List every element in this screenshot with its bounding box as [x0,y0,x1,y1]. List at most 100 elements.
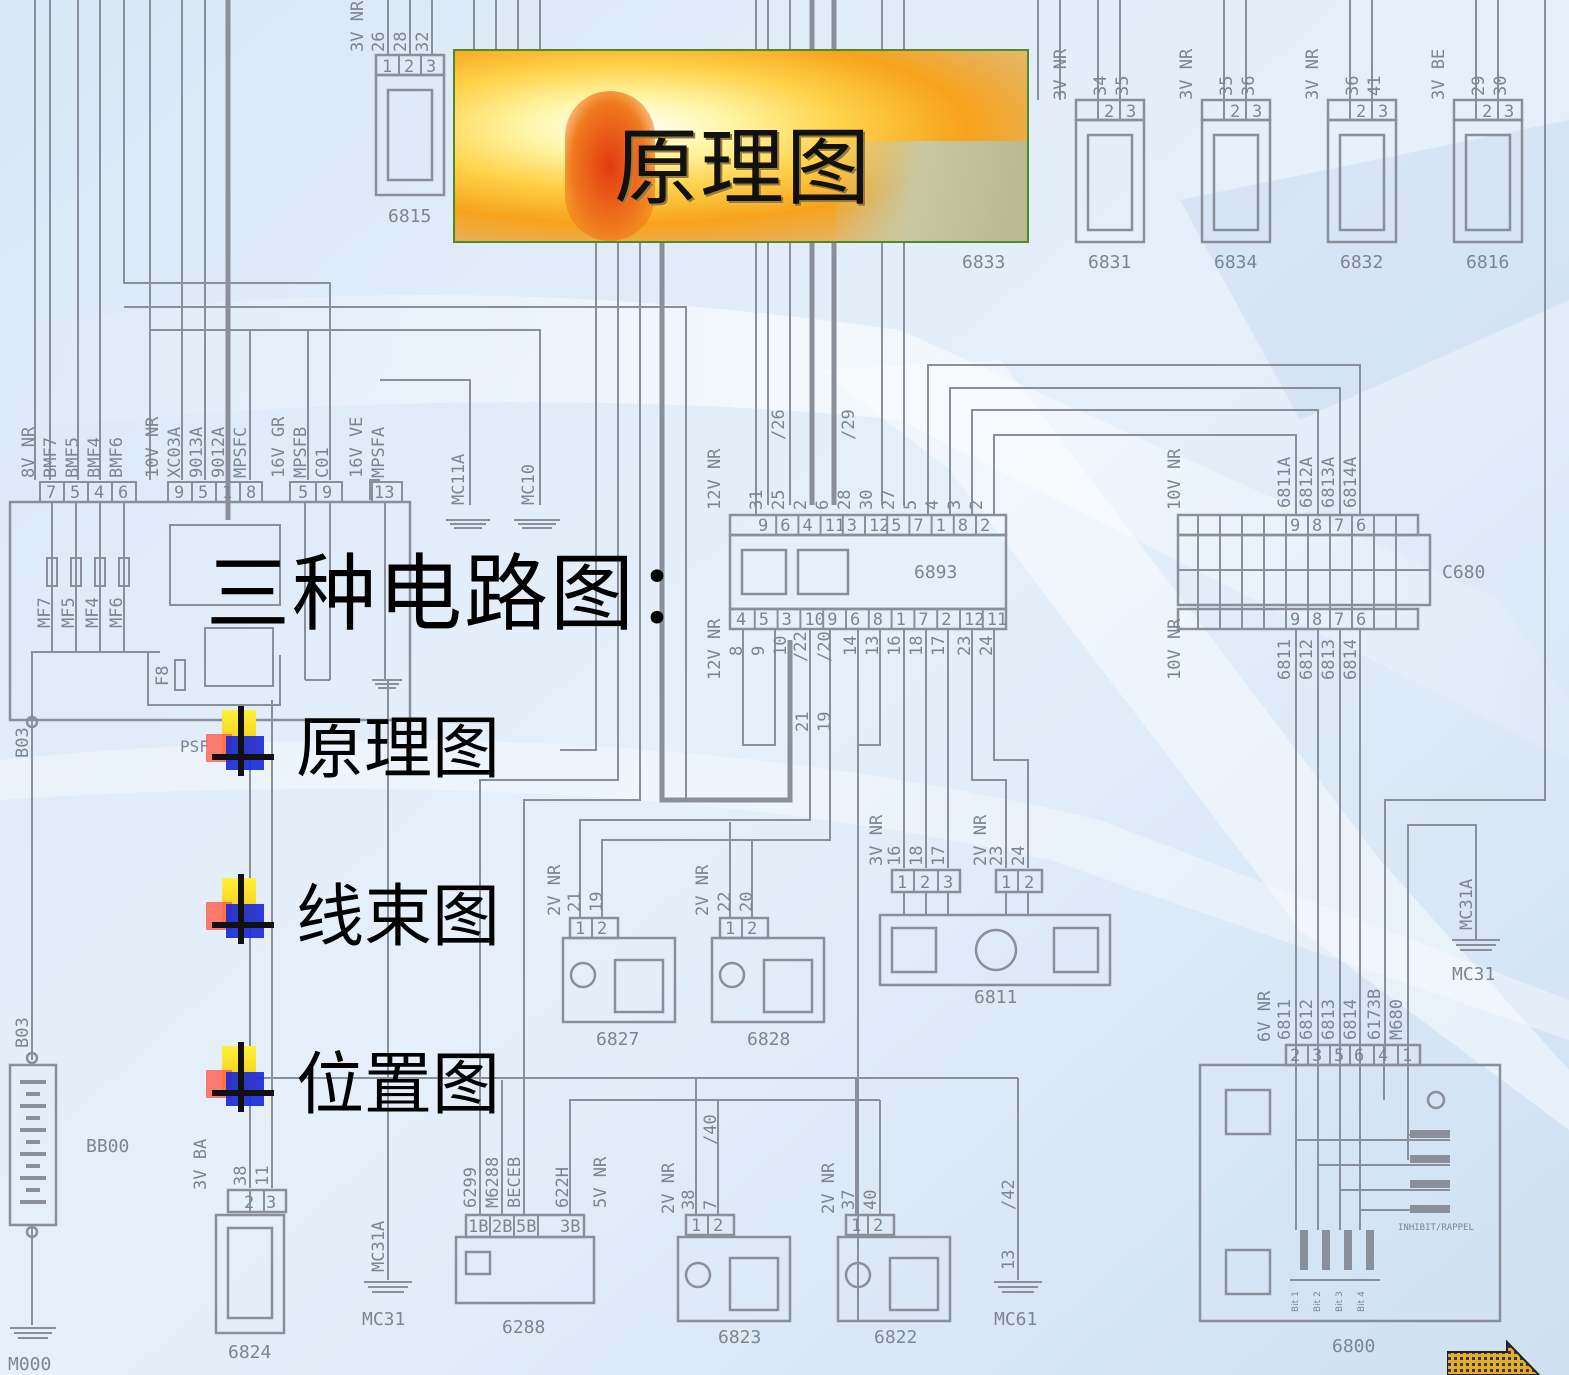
svg-text:MPSFB: MPSFB [291,427,311,478]
svg-text:13: 13 [999,1250,1019,1270]
menu-item-label: 原理图 [296,709,501,789]
pin-label: 5 [759,610,769,630]
svg-text:10V NR: 10V NR [1165,448,1185,510]
component-6811: 6811 [974,987,1017,1008]
ground-mc31-bottom: MC31 [362,1309,405,1330]
svg-text:6813A: 6813A [1319,457,1339,508]
svg-text:3V NR: 3V NR [1177,48,1197,100]
pin-label: 1 [936,516,946,536]
svg-text:5B: 5B [516,1217,536,1237]
svg-text:Bit 3: Bit 3 [1335,1291,1345,1312]
svg-text:MF7: MF7 [35,597,55,628]
svg-text:19: 19 [587,892,607,912]
svg-text:3V BE: 3V BE [1429,49,1449,100]
svg-text:6299: 6299 [461,1167,481,1208]
pin-label: 7 [913,516,923,536]
svg-text:1: 1 [1001,873,1011,893]
svg-text:7: 7 [1334,516,1344,536]
svg-text:/20: /20 [815,631,835,662]
svg-text:16V GR: 16V GR [269,416,289,478]
svg-text:1: 1 [691,1216,701,1236]
svg-text:21: 21 [793,712,813,732]
svg-text:1B: 1B [468,1217,488,1237]
svg-text:8: 8 [1312,610,1322,630]
svg-text:6: 6 [118,483,128,503]
svg-text:2: 2 [1104,102,1114,122]
pin-label: 4 [802,516,812,536]
svg-text:2: 2 [597,919,607,939]
svg-text:6: 6 [1356,610,1366,630]
svg-text:6813: 6813 [1319,639,1339,680]
pin-label: 6 [813,500,833,510]
pin-label: 9 [749,646,769,656]
svg-text:36: 36 [1239,76,1259,96]
pin-label: 17 [929,636,949,656]
component-6834: 6834 [1214,252,1257,273]
svg-text:XC03A: XC03A [165,427,185,478]
pin-label: 31 [747,490,767,510]
svg-text:BECEB: BECEB [505,1157,525,1208]
svg-text:12V NR: 12V NR [705,448,725,510]
svg-text:6812A: 6812A [1297,457,1317,508]
svg-text:9: 9 [322,483,332,503]
component-6816: 6816 [1466,252,1509,273]
svg-text:2V NR: 2V NR [545,864,565,916]
svg-text:38: 38 [679,1190,699,1210]
svg-text:3V NR: 3V NR [867,814,887,866]
banner-decoration-2 [835,141,1027,241]
svg-text:M680: M680 [1387,999,1407,1040]
next-arrow-icon[interactable] [1447,1338,1543,1375]
bullet-cross-icon [204,1042,278,1114]
svg-text:20: 20 [737,892,757,912]
pin-label: 27 [879,490,899,510]
pin-label: 25 [769,490,789,510]
svg-text:3: 3 [426,57,436,77]
svg-text:622H: 622H [553,1167,573,1208]
svg-text:8: 8 [246,483,256,503]
pin-label: 12 [964,610,984,630]
pin-label: 1 [1402,1046,1412,1066]
svg-text:MC10: MC10 [519,464,539,505]
svg-text:MC31A: MC31A [1457,879,1477,930]
svg-text:/29: /29 [839,409,859,440]
svg-text:3: 3 [1504,102,1514,122]
pin-label: 7 [918,610,928,630]
pin-label: 24 [977,636,997,656]
svg-text:3V BA: 3V BA [191,1139,211,1190]
menu-item-schematic[interactable]: 原理图 [204,704,500,789]
svg-text:5: 5 [198,483,208,503]
ground-m000: M000 [8,1354,51,1375]
svg-text:4: 4 [94,483,104,503]
pin-label: 13 [863,636,883,656]
svg-text:6812: 6812 [1297,639,1317,680]
component-6828: 6828 [747,1029,790,1050]
svg-text:23: 23 [987,846,1007,866]
menu-item-location[interactable]: 位置图 [204,1040,500,1125]
svg-text:C01: C01 [313,447,333,478]
menu-item-harness[interactable]: 线束图 [204,872,500,957]
svg-text:5V NR: 5V NR [591,1156,611,1208]
svg-text:B03: B03 [13,727,33,758]
pin-label: 4 [1378,1046,1388,1066]
pin-label: 16 [885,636,905,656]
pin-label: 9 [827,610,837,630]
pin-label: 3 [847,516,857,536]
svg-text:9: 9 [174,483,184,503]
svg-text:3: 3 [1126,102,1136,122]
pin-label: 11 [987,610,1007,630]
pin-label: 2 [791,500,811,510]
pin-label: 3 [782,610,792,630]
svg-text:/40: /40 [701,1114,721,1145]
svg-text:F8: F8 [153,666,173,686]
ground-mc31-right: MC31 [1452,964,1495,985]
component-6824: 6824 [228,1342,271,1363]
pin-label: 11 [825,516,845,536]
svg-text:2V NR: 2V NR [693,864,713,916]
pin-label: 2 [967,500,987,510]
svg-text:B03: B03 [13,1017,33,1048]
svg-text:6814: 6814 [1341,999,1361,1040]
svg-text:8V NR: 8V NR [19,426,39,478]
svg-text:/26: /26 [769,409,789,440]
svg-text:2B: 2B [492,1217,512,1237]
svg-text:32: 32 [413,32,433,52]
